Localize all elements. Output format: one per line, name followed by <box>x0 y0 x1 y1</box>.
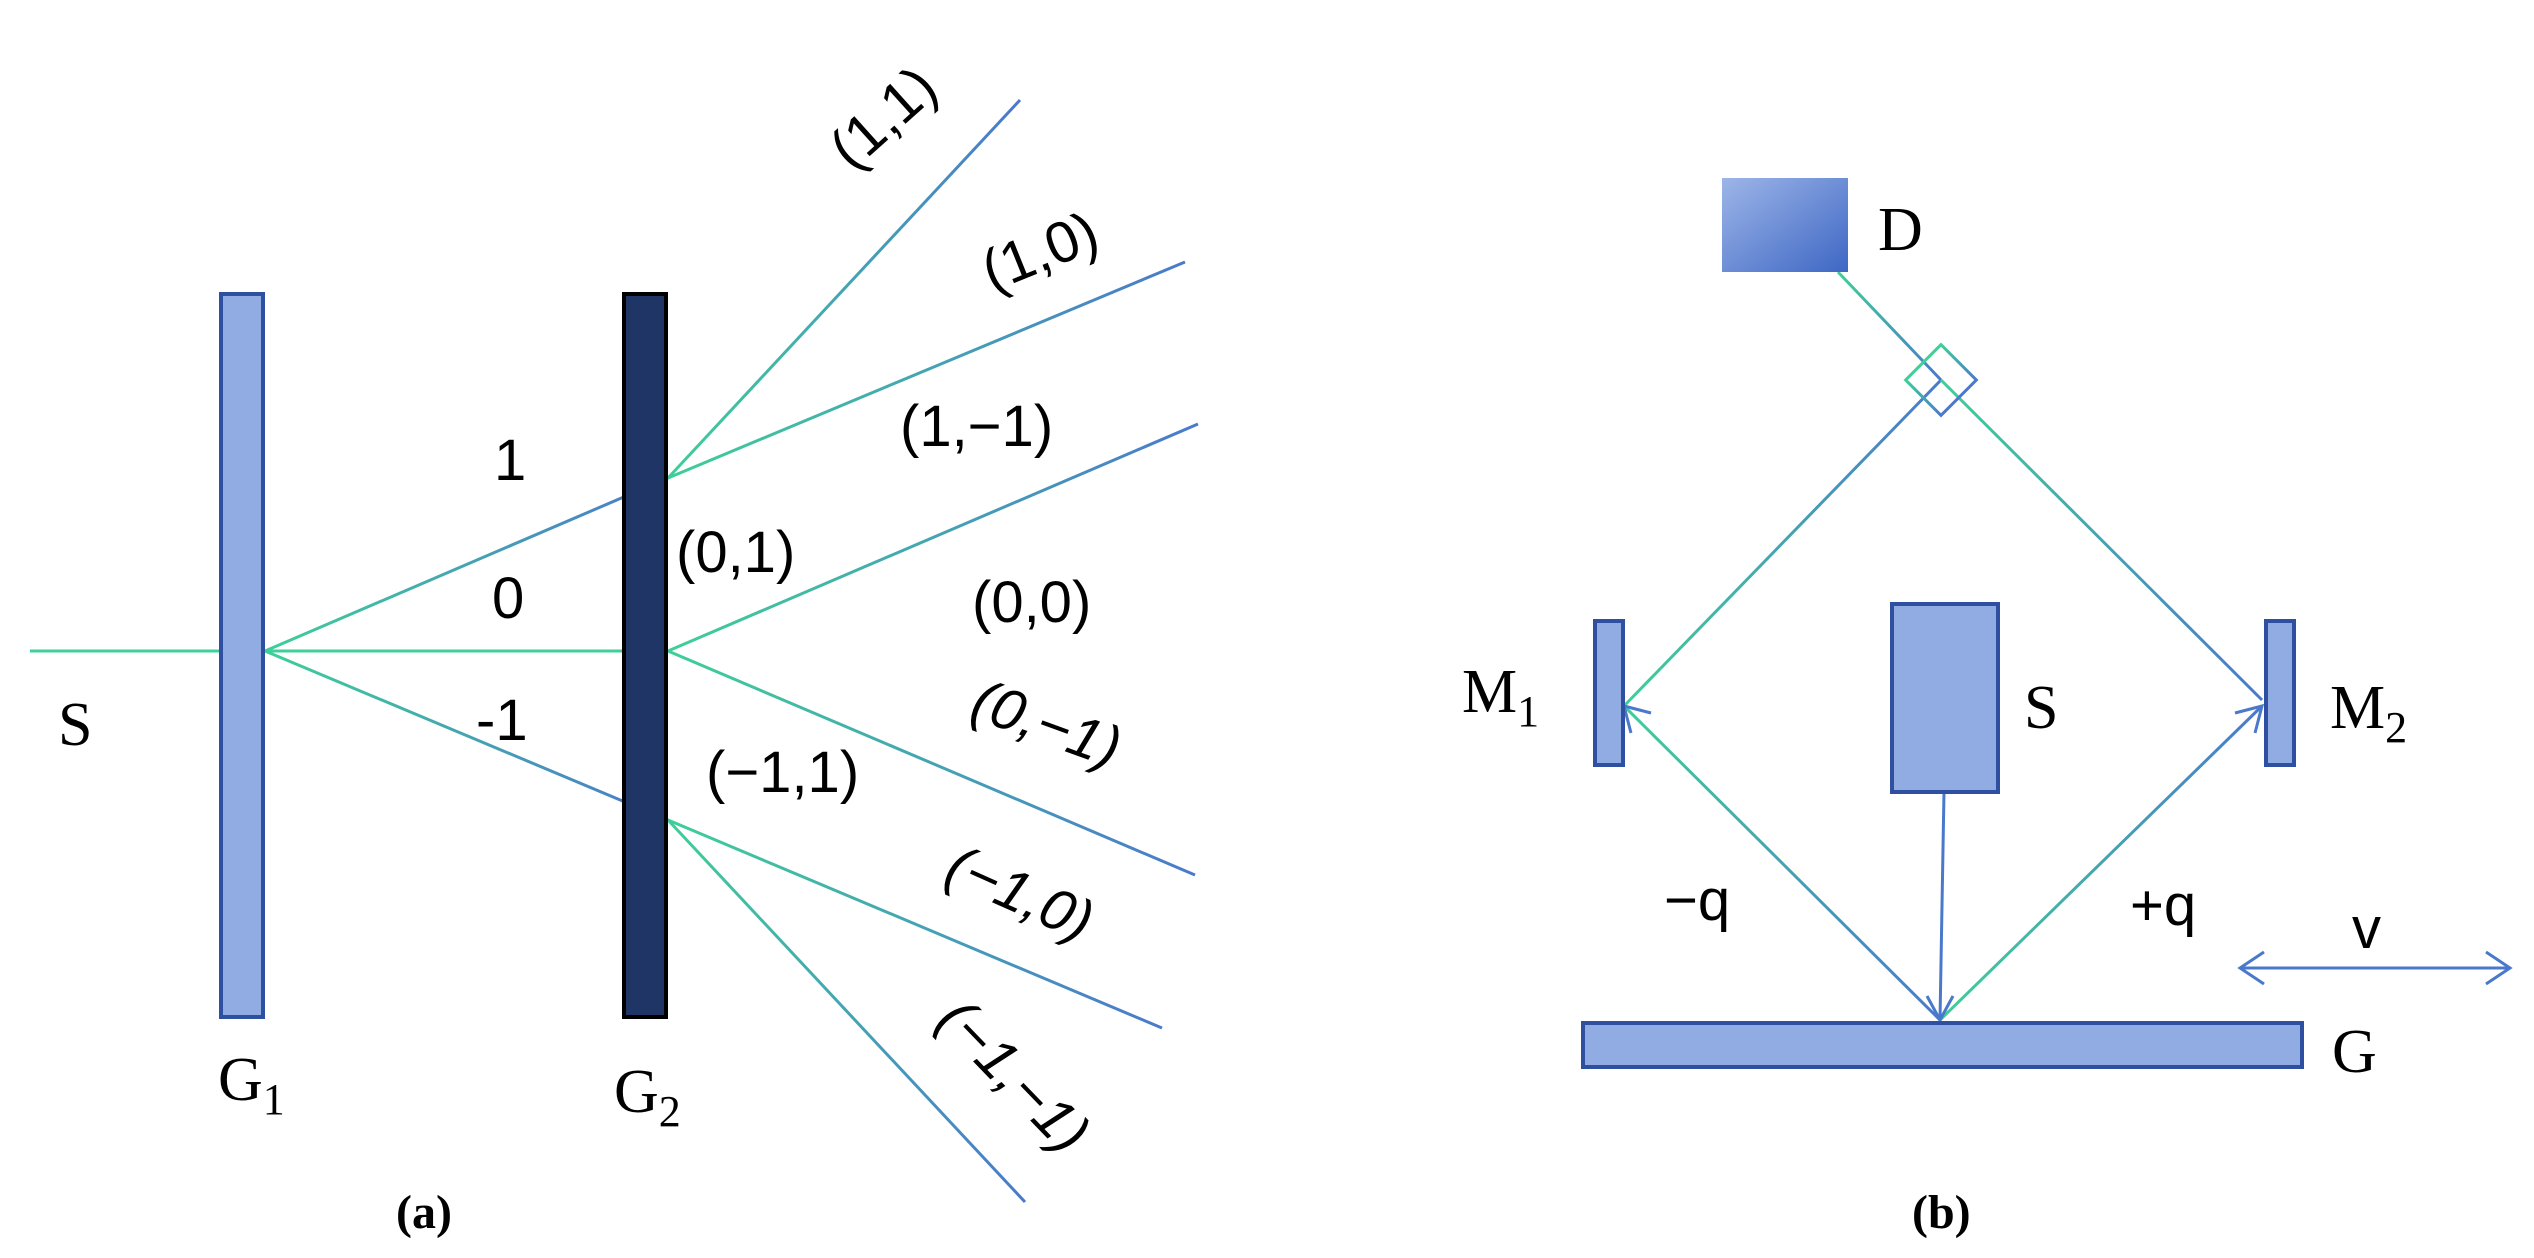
m1-base: M <box>1462 658 1517 726</box>
panel-b: D S M1 M2 G −q +q v (b) <box>1462 178 2513 1239</box>
m2-sub: 2 <box>2385 703 2407 752</box>
beam-splitter <box>1903 342 1979 418</box>
grating-label: G <box>2332 1018 2377 1086</box>
beam-m1-m1 <box>666 818 1027 1204</box>
grating-g1 <box>219 292 265 1019</box>
detector-label: D <box>1878 196 1923 264</box>
beam-source-to-grating <box>1938 791 1946 1021</box>
order-label-0-0: (0,0) <box>972 570 1091 635</box>
beam-0-1 <box>667 422 1199 653</box>
g2-sub: 2 <box>659 1087 681 1136</box>
beam-1-0 <box>667 260 1186 480</box>
minus-q-label: −q <box>1664 868 1730 933</box>
beam-g1-order-1 <box>264 476 669 653</box>
arrowhead-m2 <box>2234 703 2265 734</box>
g1-label: G1 <box>218 1046 285 1124</box>
order-g1-minus1: -1 <box>476 688 528 753</box>
velocity-label: v <box>2352 896 2381 961</box>
beam-grating-to-m2 <box>1938 704 2264 1022</box>
beam-0-m1 <box>667 649 1196 877</box>
m2-base: M <box>2330 674 2385 742</box>
caption-a: (a) <box>396 1186 452 1239</box>
g2-label: G2 <box>614 1058 681 1136</box>
mirror-m2 <box>2264 619 2296 767</box>
order-label-1-0: (1,0) <box>973 199 1108 304</box>
plus-q-label: +q <box>2130 873 2196 938</box>
order-label-m1-0: (−1,0) <box>937 832 1103 954</box>
grating-g <box>1581 1021 2304 1069</box>
m1-sub: 1 <box>1517 687 1539 736</box>
detector-box <box>1722 178 1848 272</box>
order-label-0-1: (0,1) <box>676 520 795 585</box>
m1-label: M1 <box>1462 658 1539 736</box>
source-label-a: S <box>58 691 92 759</box>
order-label-m1-m1: (−1,−1) <box>926 986 1103 1166</box>
beam-bs-to-m2 <box>1939 378 2264 702</box>
beam-bs-to-m1 <box>1622 378 1943 708</box>
order-label-1-m1: (1,−1) <box>900 394 1053 459</box>
order-label-0-m1: (0,−1) <box>964 667 1130 780</box>
order-label-1-1: (1,1) <box>817 54 949 182</box>
order-label-m1-1: (−1,1) <box>706 740 859 805</box>
caption-b: (b) <box>1912 1186 1971 1239</box>
source-box <box>1890 602 2000 794</box>
g1-base: G <box>218 1046 263 1114</box>
arrowhead-grating <box>1925 995 1955 1024</box>
g2-base: G <box>614 1058 659 1126</box>
velocity-arrowhead-left <box>2237 950 2265 986</box>
beam-grating-to-m1 <box>1622 704 1942 1022</box>
order-g1-1: 1 <box>494 428 526 493</box>
panel-a-beams <box>30 98 1199 1204</box>
source-label-b: S <box>2024 674 2058 742</box>
mirror-m1 <box>1593 619 1625 767</box>
order-g1-0: 0 <box>492 566 524 631</box>
beam-m1-0 <box>667 818 1163 1030</box>
beam-1-1 <box>666 98 1022 480</box>
velocity-arrow <box>2237 950 2513 986</box>
beam-g1-order-minus1 <box>264 649 669 822</box>
velocity-arrowhead-right <box>2485 950 2513 986</box>
panel-a: S G1 G2 1 0 -1 (1,1) (1,0) (1,−1) (0,1) … <box>30 54 1199 1239</box>
beam-detector <box>1836 270 1943 382</box>
m2-label: M2 <box>2330 674 2407 752</box>
grating-g2 <box>622 292 668 1019</box>
g1-sub: 1 <box>263 1075 285 1124</box>
